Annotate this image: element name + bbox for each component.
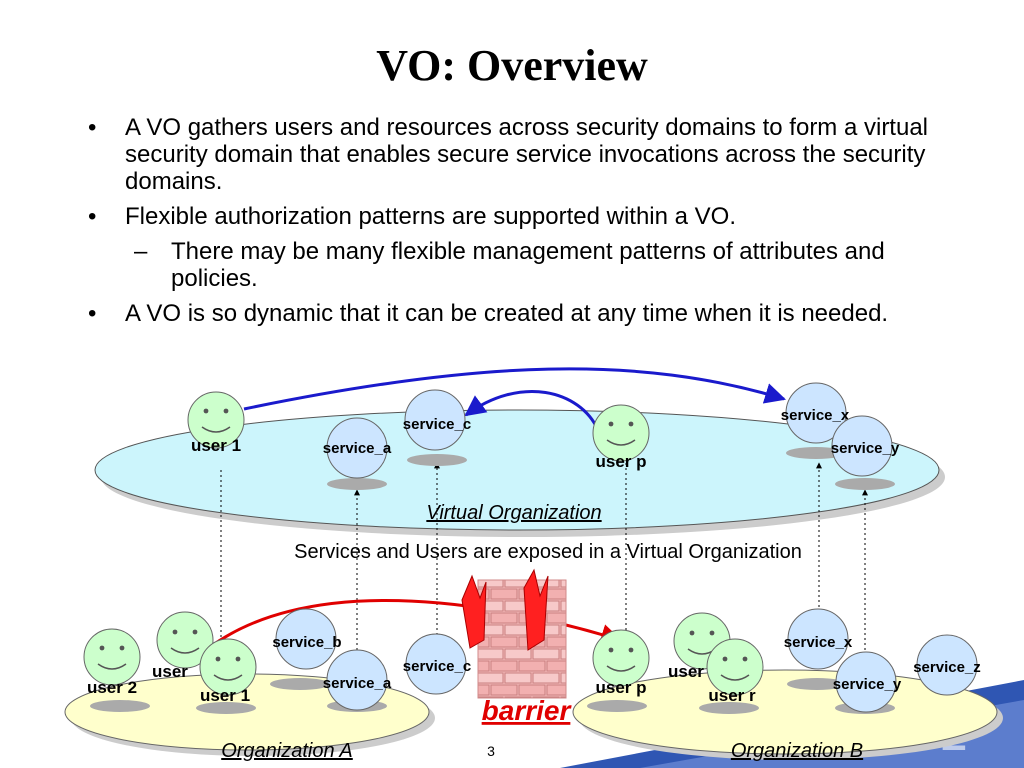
arrow-userp-to-service-c [464,390,600,431]
org-a-service-a: service_a [323,649,392,711]
vo-service-a: service_a [323,417,392,479]
org-b-service-x-label: service_x [784,634,853,651]
diagram-caption: Services and Users are exposed in a Virt… [294,541,802,563]
slide-title: VO: Overview [376,41,648,90]
sub-bullet-item: –There may be many flexible management p… [88,238,948,292]
org-a-user-2-label: user 2 [87,678,137,697]
bullet-list: • A VO gathers users and resources across… [88,114,948,335]
org-b-service-z: service_z [913,634,981,696]
service-node-icon [405,633,467,695]
org-a-service-c-label: service_c [403,658,471,675]
service-node-icon [916,634,978,696]
smiley-user-icon [706,638,764,696]
org-b-user-partial-label: user [668,662,704,681]
vo-service-c-label: service_c [403,416,471,433]
org-a-user-2: user 2 [83,628,141,697]
org-b-user-r: user r [706,638,764,705]
org-a-user-1-label: user 1 [200,686,250,705]
smiley-user-icon [156,611,214,669]
vo-service-y-label: service_y [831,440,900,457]
service-node-icon [785,382,847,444]
smiley-user-icon [592,404,650,462]
org-a-service-b-label: service_b [272,634,341,651]
virtual-organization-ellipse [94,409,945,537]
vo-service-c: service_c [403,389,471,451]
org-b-service-x: service_x [784,608,853,670]
org-a-service-b: service_b [272,608,342,670]
vo-service-y: service_y [831,415,900,477]
page-number: 3 [487,743,495,759]
service-node-icon [787,608,849,670]
bullet-text: Flexible authorization patterns are supp… [125,203,737,230]
org-a-user-1: user 1 [199,638,257,705]
arrow-user1-to-service-x [243,367,787,411]
smiley-user-icon [592,629,650,687]
vo-service-a-label: service_a [323,440,392,457]
vo-user-p-label: user p [595,452,646,471]
barrier-label: barrier [482,695,573,726]
bullet-marker: • [88,300,97,327]
org-a-service-a-label: service_a [323,675,392,692]
service-node-icon [326,649,388,711]
vo-user-1-label: user 1 [191,436,241,455]
vo-service-x: service_x [781,382,850,444]
org-b-user-r-label: user r [708,686,756,705]
projection-lines [220,457,868,660]
org-a-service-c: service_c [403,633,471,695]
organization-a-label: Organization A [221,740,353,762]
bullet-text: A VO gathers users and resources across … [125,114,929,195]
service-node-icon [404,389,466,451]
bullet-item: • A VO gathers users and resources across… [88,114,948,195]
bullet-text: A VO is so dynamic that it can be create… [125,300,889,327]
org-b-service-y-label: service_y [833,676,902,693]
bullet-item: • A VO is so dynamic that it can be creat… [88,300,948,327]
smiley-user-icon [187,391,245,449]
smiley-user-icon [83,628,141,686]
org-b-service-y: service_y [833,651,902,713]
organization-b-label: Organization B [731,740,863,762]
org-a-user-partial: user [152,611,214,681]
org-b-user-p-label: user p [595,678,646,697]
bullet-item: • Flexible authorization patterns are sup… [88,203,948,230]
vo-service-x-label: service_x [781,407,850,424]
org-b-service-z-label: service_z [913,659,981,676]
bullet-marker: – [134,238,148,265]
service-node-icon [326,417,388,479]
bullet-marker: • [88,114,97,141]
smiley-user-icon [199,638,257,696]
org-b-user-p: user p [592,629,650,697]
service-node-icon [275,608,337,670]
bullet-marker: • [88,203,97,230]
org-a-user-partial-label: user [152,662,188,681]
vo-user-1: user 1 [187,391,245,455]
vo-user-p: user p [592,404,650,471]
barrier-wall [461,568,567,699]
service-node-icon [835,651,897,713]
virtual-organization-label: Virtual Organization [426,502,601,524]
bullet-text: There may be many flexible management pa… [171,238,885,292]
service-node-icon [831,415,893,477]
